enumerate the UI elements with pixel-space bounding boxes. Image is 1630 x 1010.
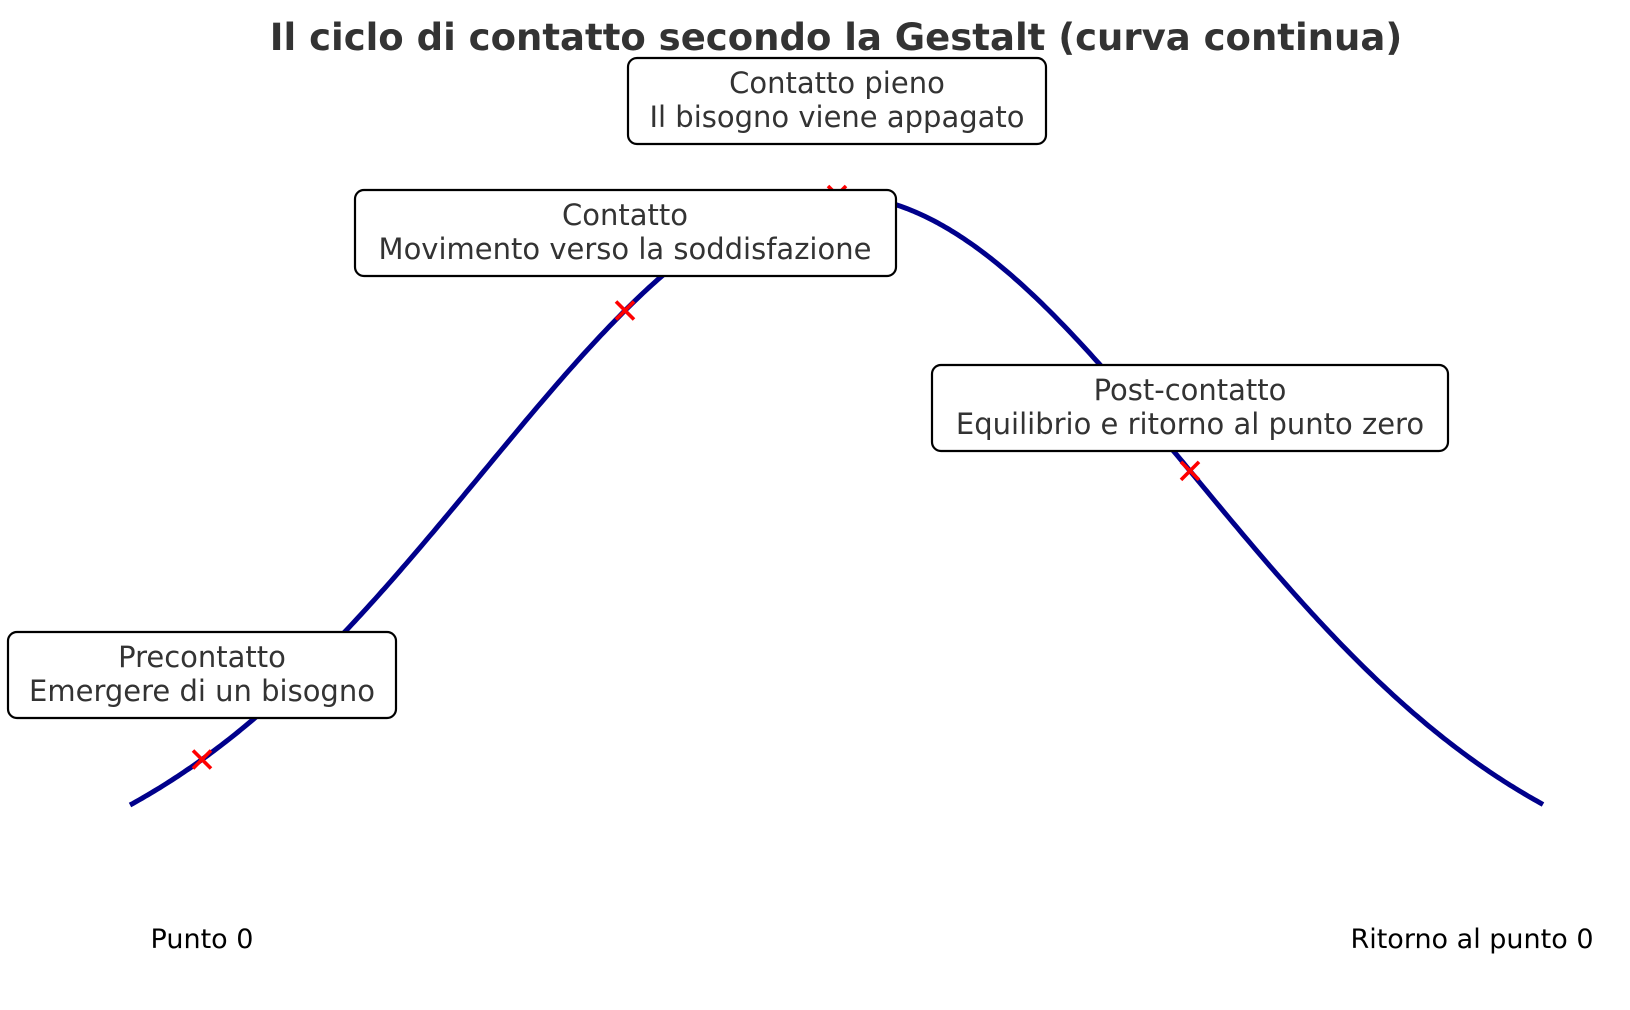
stage-box-frame: [626, 56, 1048, 146]
marker-stroke: [191, 749, 213, 770]
stage-marker-precontatto: [191, 749, 213, 770]
stage-subtitle: Emergere di un bisogno: [29, 674, 375, 708]
stage-marker-post-contatto: [1179, 460, 1201, 482]
start-point-label: Punto 0: [151, 924, 254, 955]
stage-title: Post-contatto: [1094, 373, 1287, 407]
chart-title: Il ciclo di contatto secondo la Gestalt …: [270, 16, 1402, 59]
stage-box-contact: Contatto Movimento verso la soddisfazion…: [353, 188, 898, 278]
end-point-label: Ritorno al punto 0: [1350, 924, 1593, 955]
stage-subtitle: Il bisogno viene appagato: [649, 100, 1024, 134]
marker-stroke: [1179, 460, 1201, 482]
stage-box-precontact: Precontatto Emergere di un bisogno: [6, 630, 398, 720]
marker-stroke: [614, 300, 636, 321]
stage-title: Contatto pieno: [729, 66, 945, 100]
stage-box-frame: [930, 363, 1450, 453]
stage-subtitle: Movimento verso la soddisfazione: [379, 232, 872, 266]
stage-box-frame: [6, 630, 398, 720]
stage-marker-contatto: [614, 300, 636, 321]
stage-box-frame: [353, 188, 898, 278]
stage-box-post-contact: Post-contatto Equilibrio e ritorno al pu…: [930, 363, 1450, 453]
stage-title: Contatto: [562, 198, 688, 232]
stage-subtitle: Equilibrio e ritorno al punto zero: [956, 407, 1424, 441]
stage-box-full-contact: Contatto pieno Il bisogno viene appagato: [626, 56, 1048, 146]
stage-title: Precontatto: [118, 640, 286, 674]
